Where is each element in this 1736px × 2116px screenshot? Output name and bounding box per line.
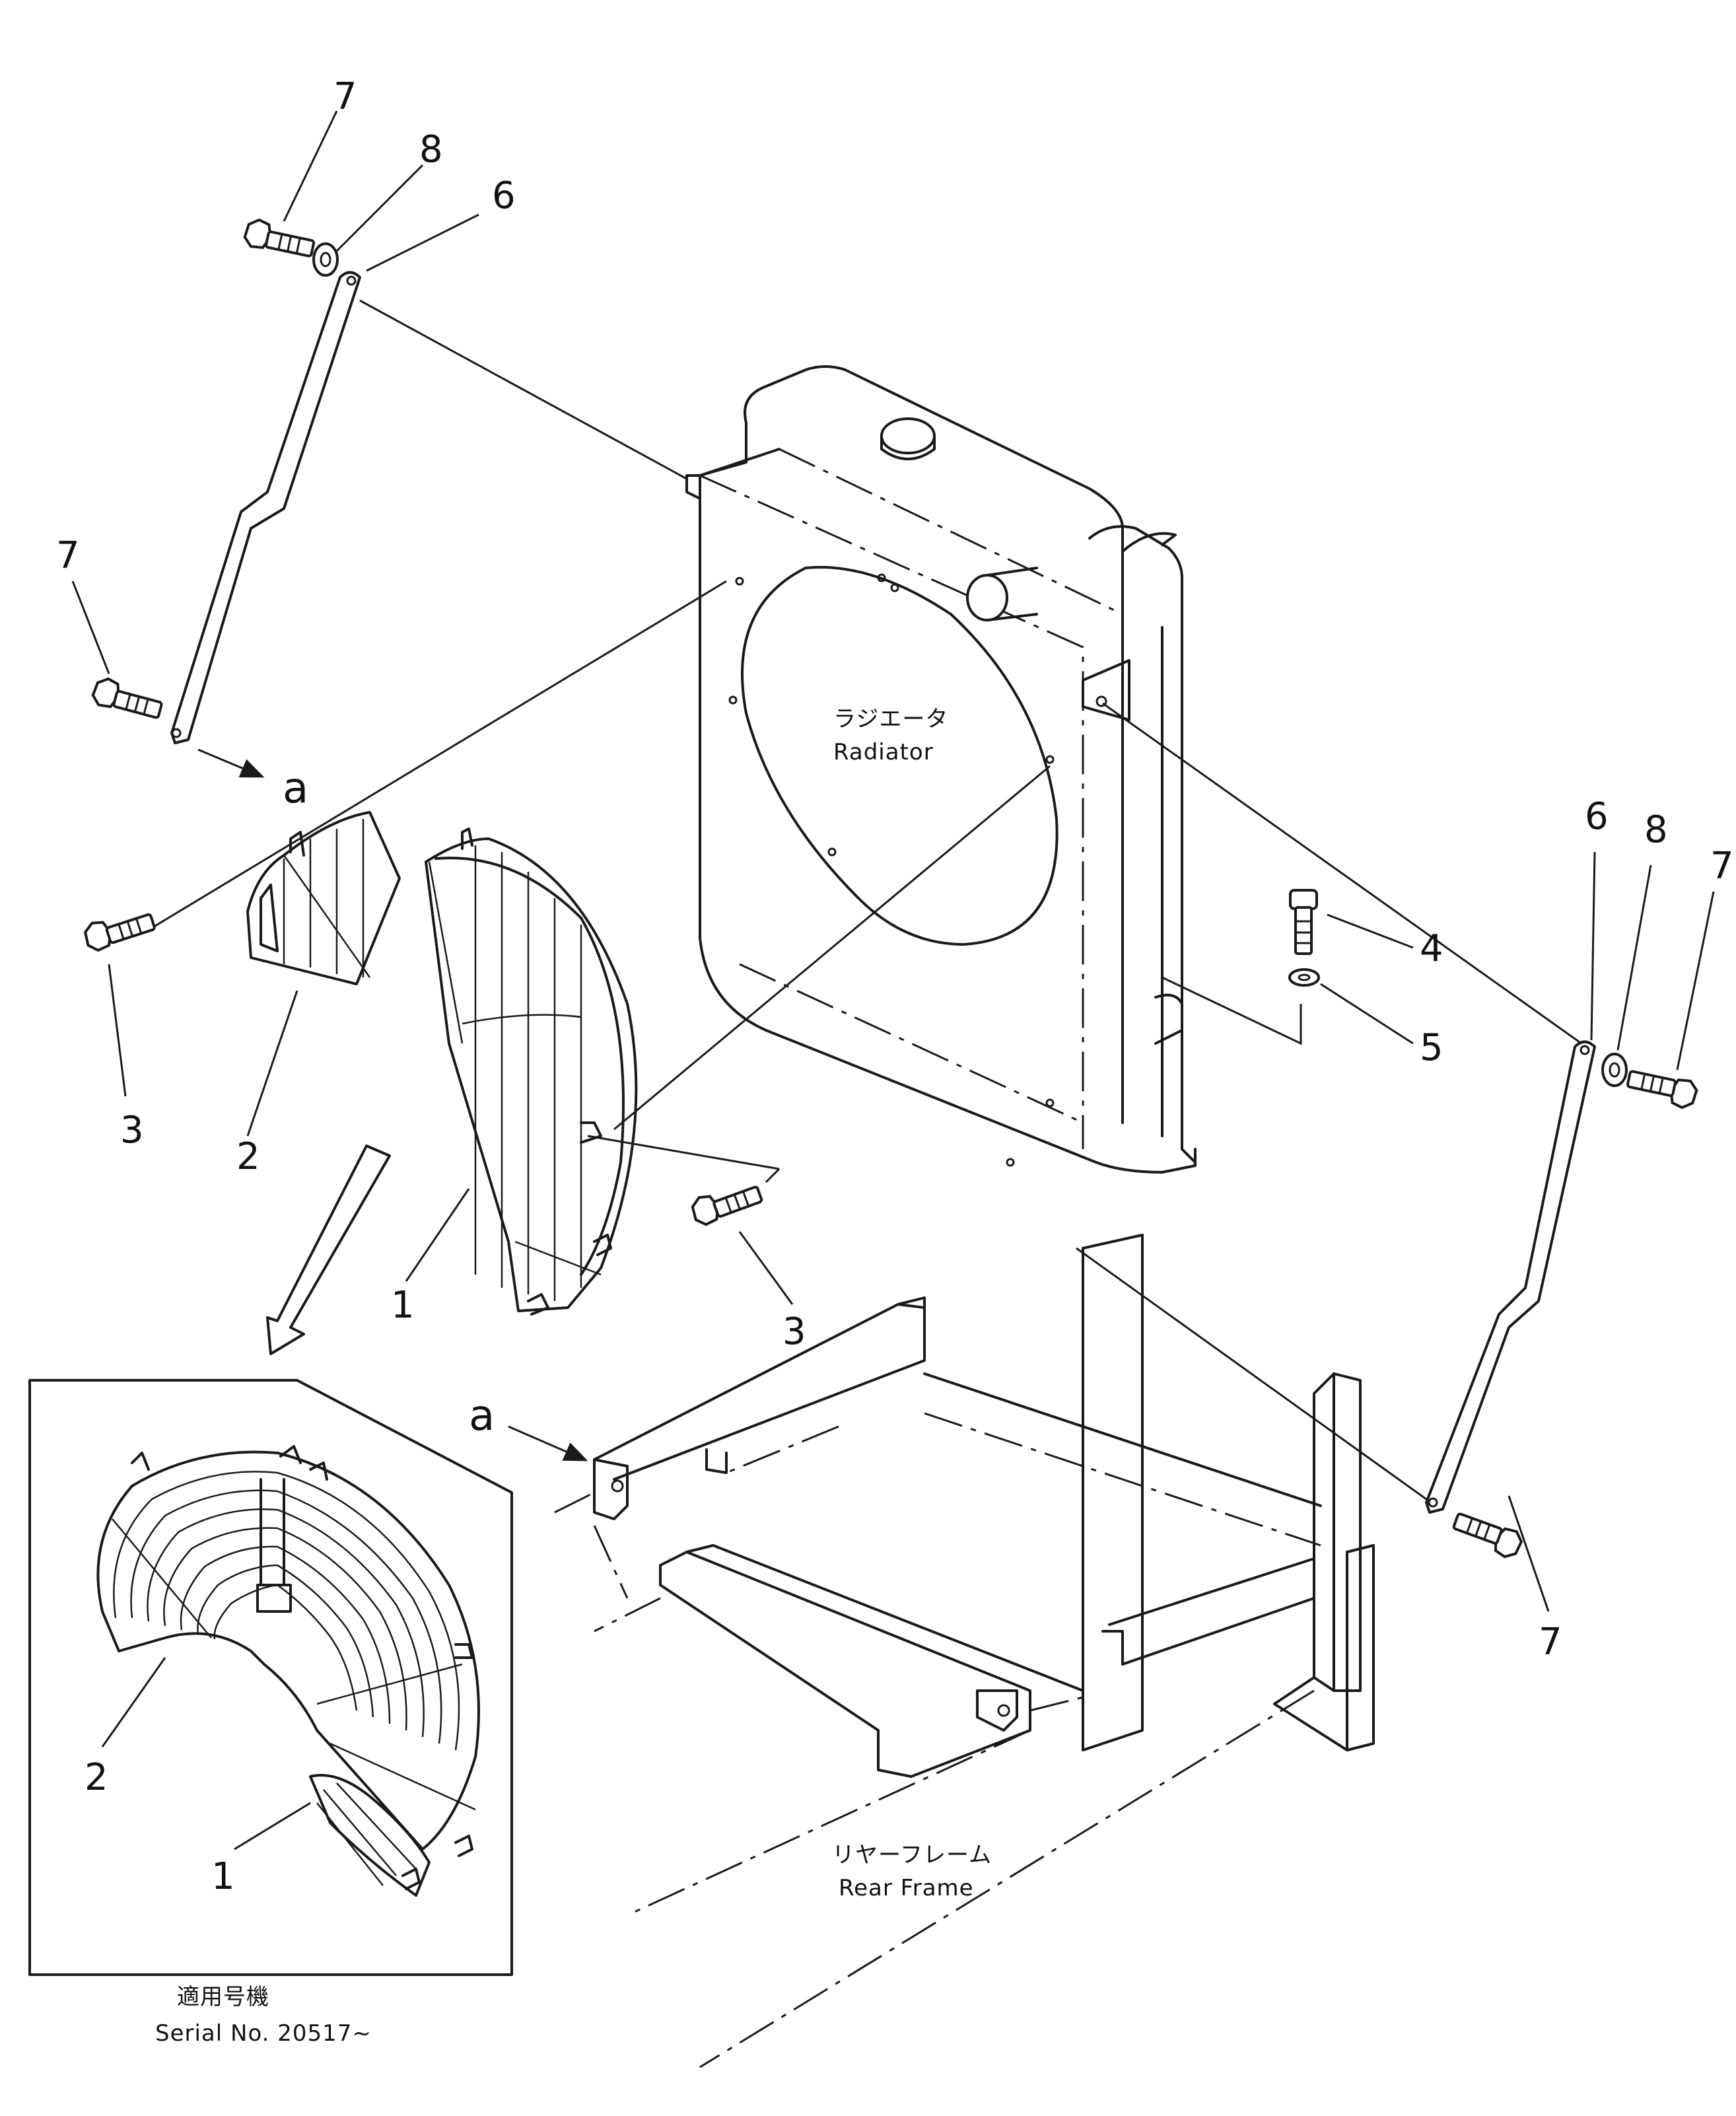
rear-frame-label-en: Rear Frame xyxy=(839,1875,974,1901)
arrow-icon-a-lower xyxy=(508,1425,588,1462)
rear-frame-label-jp: リヤーフレーム xyxy=(832,1842,992,1868)
serial-label-jp: 適用号機 xyxy=(177,1984,269,2010)
callout-7-right-bottom: 7 xyxy=(1539,1621,1562,1664)
callout-8-right: 8 xyxy=(1644,808,1668,851)
connector-line-c xyxy=(587,1135,780,1170)
stay-bar-right xyxy=(1425,1040,1596,1514)
arrow-icon-to-inset xyxy=(266,1145,391,1355)
connector-line-b xyxy=(613,765,1051,1131)
connector-line-a xyxy=(151,580,727,929)
callout-6-right: 6 xyxy=(1585,795,1609,838)
fan-guard-upper-2 xyxy=(246,811,401,985)
washer-icon-5 xyxy=(1288,968,1320,987)
stay-to-radiator-line xyxy=(359,299,687,480)
connector-line-d xyxy=(765,1168,781,1183)
bolt-icon-right xyxy=(1624,1067,1700,1111)
arrow-icon-a-upper xyxy=(197,748,265,778)
view-marker-a-lower: a xyxy=(469,1392,495,1440)
bolt-icon-top xyxy=(242,216,318,261)
inset-frame xyxy=(28,1379,513,1976)
radiator-label-en: Radiator xyxy=(833,739,934,765)
callout-4: 4 xyxy=(1420,927,1443,970)
fan-guard-lower-1 xyxy=(425,828,638,1316)
washer-icon-top xyxy=(312,242,339,277)
bolt-4-leader xyxy=(1162,976,1302,1045)
callout-7-right-top: 7 xyxy=(1710,845,1734,888)
bolt-icon-right-bottom xyxy=(1448,1509,1526,1562)
callout-7-top: 7 xyxy=(333,75,357,118)
callout-2-inset: 2 xyxy=(85,1756,108,1799)
bolt-icon-3-left xyxy=(81,903,158,954)
radiator-label-jp: ラジエータ xyxy=(833,706,948,732)
callout-leaders xyxy=(71,110,1715,1851)
callout-5: 5 xyxy=(1420,1026,1443,1069)
serial-label-en: Serial No. 20517~ xyxy=(155,2020,372,2047)
fan-guard-icon-inset xyxy=(96,1445,480,1897)
callout-3-mid: 3 xyxy=(782,1310,806,1353)
washer-icon-right xyxy=(1601,1053,1628,1087)
bolt-icon-4 xyxy=(1289,889,1318,955)
callout-2-upper: 2 xyxy=(236,1135,260,1178)
callout-6-top: 6 xyxy=(492,174,516,217)
radiator-to-right-stay-line xyxy=(1102,702,1582,1045)
stay-bar-left xyxy=(170,271,361,744)
callout-8-top: 8 xyxy=(419,128,443,171)
rear-frame xyxy=(554,1234,1375,2068)
callout-1-inset: 1 xyxy=(211,1855,235,1898)
callout-3-left: 3 xyxy=(120,1109,144,1152)
right-stay-to-frame-line xyxy=(1076,1247,1427,1500)
radiator xyxy=(685,365,1197,1174)
bolt-icon-left xyxy=(89,674,166,723)
callout-7-left: 7 xyxy=(56,534,80,577)
callout-1-upper: 1 xyxy=(391,1284,415,1327)
view-marker-a-upper: a xyxy=(283,764,308,813)
bolt-icon-3-mid xyxy=(687,1176,765,1229)
